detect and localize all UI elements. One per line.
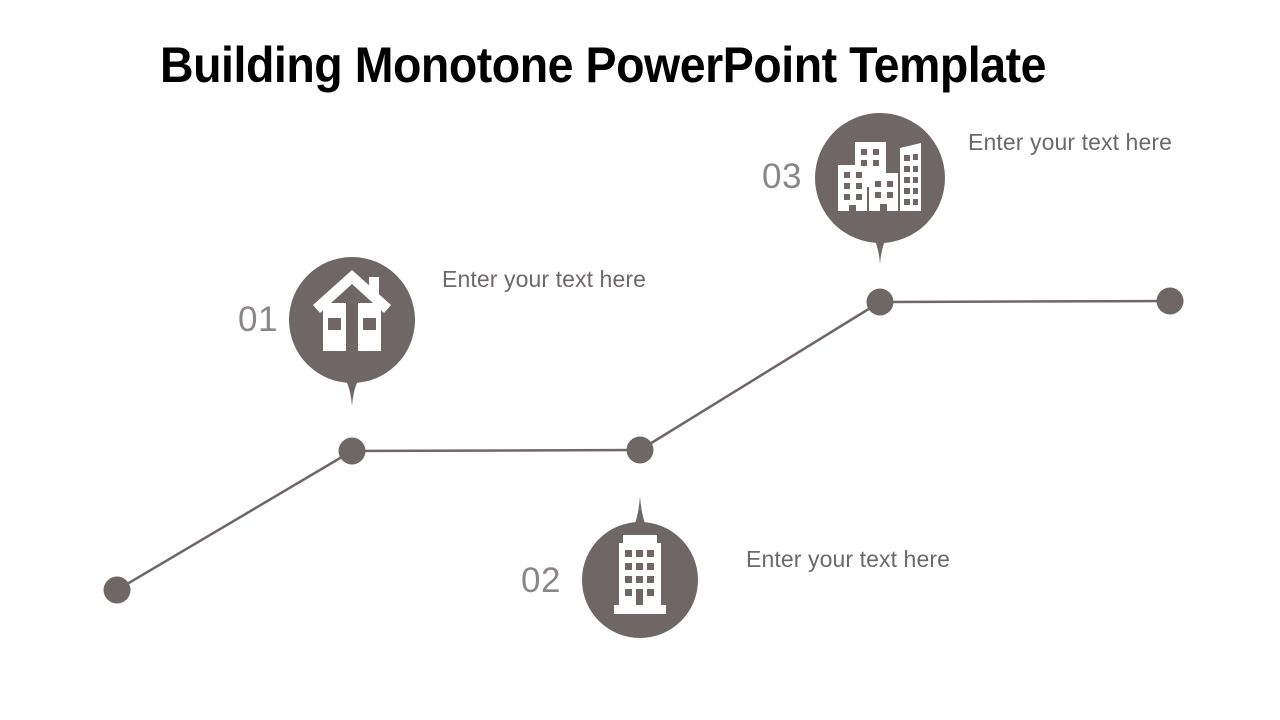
step-number-1: 01: [238, 300, 278, 339]
step-number-2: 02: [521, 561, 561, 600]
marker-step-2[interactable]: [582, 496, 698, 638]
step-number-3: 03: [762, 157, 802, 196]
node-point-4[interactable]: [1156, 287, 1184, 315]
node-point-3[interactable]: [866, 288, 894, 316]
step-caption-3[interactable]: Enter your text here: [968, 129, 1172, 155]
marker-tail-down-3: [863, 224, 897, 264]
house-icon-windows: [328, 303, 376, 351]
node-point-0[interactable]: [103, 576, 131, 604]
node-point-1[interactable]: [338, 437, 366, 465]
step-caption-2[interactable]: Enter your text here: [746, 546, 950, 572]
node-point-2[interactable]: [626, 436, 654, 464]
office-building-icon-windows: [625, 550, 654, 605]
marker-tail-up-2: [624, 496, 656, 540]
marker-step-1[interactable]: [289, 257, 415, 406]
step-caption-1[interactable]: Enter your text here: [442, 266, 646, 292]
marker-tail-down-1: [335, 366, 369, 406]
cityscape-icon-windows: [844, 149, 918, 211]
marker-step-3[interactable]: [815, 113, 945, 264]
page-title: Building Monotone PowerPoint Template: [160, 37, 1047, 93]
